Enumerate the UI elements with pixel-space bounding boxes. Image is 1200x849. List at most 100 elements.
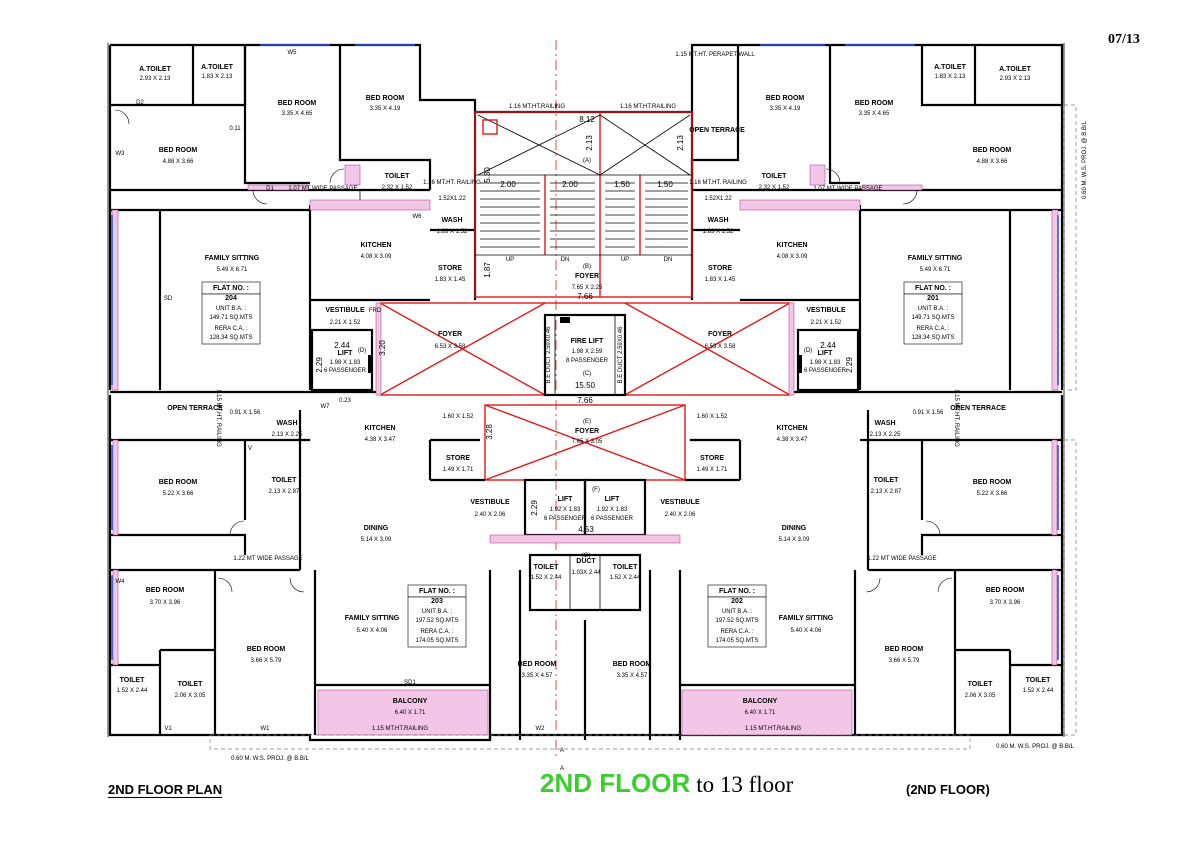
dimension: 2.44 (820, 341, 836, 350)
window-tag: W3 (116, 151, 126, 157)
railing-size: 1.52X1.22 (438, 196, 466, 202)
room-size: 6.40 X 1.71 (395, 710, 426, 716)
room-name: A.TOILET (934, 64, 966, 71)
dimension: 2.29 (845, 357, 854, 373)
room-name: KITCHEN (364, 425, 395, 432)
railing-note-vertical: 1.15 MT.HT. RAILING (953, 389, 959, 447)
projection-note: 0.60 M. W.S. PROJ. @ B.B/L (1082, 120, 1088, 198)
terrace-label: OPEN TERRACE (950, 405, 1006, 412)
unit-ba: 197.52 SQ.MTS (415, 618, 458, 624)
flat-info-box-202: FLAT NO. : 202 UNIT B.A. : 197.52 SQ.MTS… (707, 584, 767, 648)
room-size: 1.98 X 2.59 (572, 349, 603, 355)
rera-ca-label: RERA C.A. : (720, 629, 753, 635)
lift-capacity: 8 PASSENGER (566, 358, 609, 364)
room-name: STORE (700, 455, 724, 462)
core-marker: (A) (583, 158, 591, 164)
dimension: 2.00 (562, 180, 578, 189)
section-marker: A (560, 748, 564, 754)
room-size: 1.83 X 1.52 (437, 229, 468, 235)
sliding-door-tag: SD1 (404, 680, 416, 686)
core-size: 1.60 X 1.52 (697, 414, 728, 420)
flat-202-walls (583, 410, 1062, 740)
dimension: 5.30 (483, 167, 492, 183)
room-name: VESTIBULE (660, 499, 700, 506)
railing-note: 1.15 MT.HT.RAILING (372, 726, 428, 732)
room-name: BED ROOM (278, 100, 317, 107)
door-tag: D2 (136, 100, 144, 106)
dimension: 4.53 (578, 525, 594, 534)
room-name: STORE (708, 265, 732, 272)
dimension: 7.66 (577, 292, 593, 301)
room-size: 4.88 X 3.66 (163, 159, 194, 165)
projection-note: 0.60 M. W.S. PROJ. @ B.B/L (996, 744, 1074, 750)
room-name: LIFT (338, 350, 353, 357)
room-name: BED ROOM (855, 100, 894, 107)
rera-ca: 128.34 SQ.MTS (209, 335, 252, 341)
unit-ba: 197.52 SQ.MTS (715, 618, 758, 624)
room-name: BED ROOM (885, 646, 924, 653)
room-size: 3.70 X 3.96 (150, 600, 181, 606)
room-name: A.TOILET (999, 66, 1031, 73)
floor-range-suffix: to 13 floor (696, 772, 794, 797)
room-name: BED ROOM (366, 95, 405, 102)
room-size: 1.98 X 1.83 (330, 360, 361, 366)
room-name: BED ROOM (613, 661, 652, 668)
room-size: 6.53 X 3.58 (705, 344, 736, 350)
room-name: BED ROOM (159, 147, 198, 154)
stair-direction: UP (621, 257, 629, 263)
vent-tag: V1 (164, 726, 172, 732)
flat-no: 204 (225, 295, 237, 302)
room-size: 2.21 X 1.52 (811, 320, 842, 326)
room-size: 5.14 X 3.09 (361, 537, 392, 543)
unit-ba-label: UNIT B.A. : (216, 306, 247, 312)
room-size: 1.92 X 1.83 (550, 507, 581, 513)
terrace-label: OPEN TERRACE (167, 405, 223, 412)
sliding-door-tag: SD (164, 296, 173, 302)
unit-ba: 149.71 SQ.MTS (911, 315, 954, 321)
room-size: 1.83 X 2.13 (202, 74, 233, 80)
railing-note: 1.16 MT.HT.RAILING (620, 104, 676, 110)
room-name: WASH (875, 420, 896, 427)
lift-core (310, 302, 860, 612)
room-name: BED ROOM (766, 95, 805, 102)
room-name: TOILET (272, 477, 297, 484)
core-marker: (E) (583, 419, 591, 425)
room-size: 7.65 X 3.05 (572, 439, 603, 445)
flat-no: 203 (431, 598, 443, 605)
room-name: A.TOILET (201, 64, 233, 71)
rera-ca: 174.05 SQ.MTS (715, 638, 758, 644)
room-name: WASH (442, 217, 463, 224)
room-size: 5.14 X 3.09 (779, 537, 810, 543)
room-name: TOILET (178, 681, 203, 688)
rera-ca-label: RERA C.A. : (420, 629, 453, 635)
room-name: FOYER (575, 273, 599, 280)
room-size: 1.52 X 2.44 (531, 575, 562, 581)
room-size: 1.83 X 2.13 (935, 74, 966, 80)
core-marker: (C) (583, 371, 591, 377)
railing-note-vertical: 1.15 MT.HT. RAILING (215, 389, 221, 447)
lift-capacity: 6 PASSENGER (544, 516, 587, 522)
window-tag: W4 (116, 579, 126, 585)
room-name: DINING (364, 525, 389, 532)
room-size: 3.35 X 4.65 (859, 111, 890, 117)
room-size: 3.35 X 4.19 (370, 106, 401, 112)
room-name: BED ROOM (247, 646, 286, 653)
room-size: 6.53 X 3.58 (435, 344, 466, 350)
wall-thickness: 0.23 (339, 398, 351, 404)
projection-note: 0.60 M. W.S. PROJ. @ B.B/L (231, 756, 309, 762)
room-size: 2.40 X 2.06 (475, 512, 506, 518)
room-name: DUCT (576, 558, 596, 565)
room-size: 2.93 X 2.13 (140, 76, 171, 82)
room-name: WASH (708, 217, 729, 224)
flat-no: 202 (731, 598, 743, 605)
room-size: 4.38 X 3.47 (365, 437, 396, 443)
stair-direction: DN (561, 257, 570, 263)
room-name: DINING (782, 525, 807, 532)
room-size: 2.13 X 2.25 (870, 432, 901, 438)
room-size: 1.49 X 1.71 (697, 467, 728, 473)
flat-no: 201 (927, 295, 939, 302)
core-marker: (G) (582, 553, 591, 559)
core-marker: (F) (592, 487, 600, 493)
flat-info-box-201: FLAT NO. : 201 UNIT B.A. : 149.71 SQ.MTS… (903, 281, 963, 345)
room-name: TOILET (385, 173, 410, 180)
